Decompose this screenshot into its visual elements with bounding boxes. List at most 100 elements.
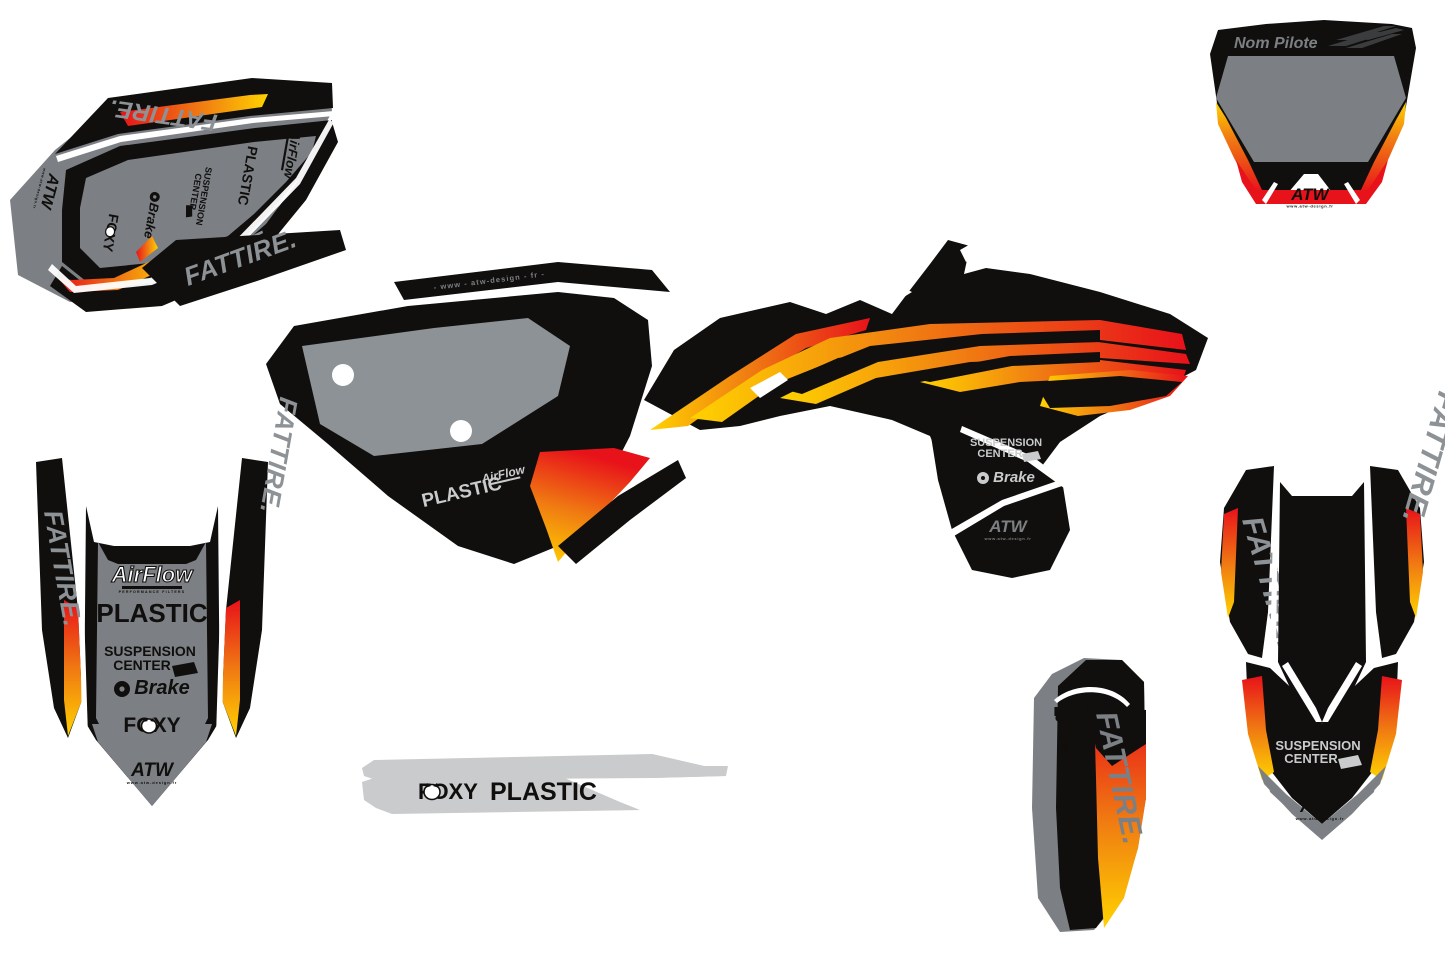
number-plate-svg: Nom Pilote ATW www.atw-design.fr — [1210, 20, 1416, 209]
rear-suspension-line2: CENTER — [1284, 751, 1338, 766]
front-fender-svg: AirFlow PLASTIC SUSPENSION CENTER Brake … — [10, 78, 338, 312]
shroud-suspension-spring-icon — [1022, 451, 1041, 462]
airbox-airflow-label: AirFlow — [111, 562, 195, 587]
airbox-brake-label: Brake — [134, 677, 190, 699]
rear-fender-svg: FATTIRE. FATTIRE. SU — [1220, 388, 1445, 840]
swingarm-foxy-cat-ears — [425, 783, 439, 788]
rear-lower-black — [1246, 662, 1398, 824]
fender-top-hairline — [56, 111, 334, 162]
rear-suspension-line1: SUSPENSION — [1275, 738, 1360, 753]
shroud-right-atw: ATW www.atw-design.fr — [983, 517, 1031, 541]
oilcan-icon — [1054, 703, 1073, 722]
sponsor-foxy: FOXY — [100, 213, 122, 254]
airbox-suspension-spring-icon — [172, 662, 198, 677]
airbox-sponsor-suspension: SUSPENSION CENTER — [104, 643, 198, 677]
airbox-brake-hub — [119, 686, 125, 692]
part-number-plate[interactable]: Nom Pilote ATW www.atw-design.fr — [1196, 14, 1426, 242]
shroud-airflow-rule — [488, 476, 521, 486]
plate-atw-label: ATW — [1290, 185, 1330, 204]
sponsor-brake: Brake — [141, 191, 162, 240]
airbox-hairline-right — [216, 610, 224, 738]
airbox-sponsor-plastic: PLASTIC — [96, 598, 207, 628]
airbox-hairline-left — [80, 610, 88, 738]
part-swingarm-strip[interactable]: FOXY PLASTIC — [352, 744, 732, 830]
plate-atw-url: www.atw-design.fr — [1285, 204, 1333, 209]
swingarm-plastic-label: PLASTIC — [490, 778, 597, 806]
rear-grey-tip-2 — [1268, 780, 1376, 838]
shroud-left-top-strip — [394, 262, 670, 300]
suspension-spring-icon — [185, 205, 193, 218]
rear-suspension-spring-icon — [1338, 755, 1362, 769]
swingarm-strip-svg: FOXY PLASTIC — [362, 754, 728, 814]
shroud-brake-hub — [981, 476, 985, 480]
shroud-suspension-line2: CENTER — [977, 448, 1022, 460]
airbox-atw-label: ATW — [130, 760, 175, 781]
airbox-sponsor-airflow: AirFlow PERFORMANCE FILTERS — [110, 561, 195, 594]
fender-bottom-hairline — [48, 118, 333, 293]
part-fork-guard[interactable]: FATTIRE. OILCHECK — [1026, 648, 1156, 940]
shroud-vent-hole-1 — [332, 364, 354, 386]
foxy-cat-icon — [104, 226, 116, 238]
airbox-left-gradient — [64, 600, 82, 736]
part-shroud-left[interactable]: - www - atw-design - fr - AirFlow PLASTI… — [258, 246, 688, 576]
airbox-hairline-2 — [950, 480, 1062, 536]
fork-guard-arc-hairline — [1054, 686, 1130, 707]
shroud-white-cut-2 — [960, 242, 980, 262]
fender-sponsor-panel — [80, 136, 316, 268]
rear-right-fattire-label: FATTIRE. — [1395, 388, 1445, 527]
shroud-right-sponsor-suspension: SUSPENSION CENTER — [970, 437, 1042, 462]
rear-sponsor-suspension: SUSPENSION CENTER — [1275, 738, 1362, 769]
part-airbox-panel[interactable]: FATTIRE. FATTIRE. AirFlow PERFORMANCE FI… — [22, 395, 304, 820]
fork-guard-gradient — [1094, 708, 1146, 928]
rear-hairline-v2 — [1366, 482, 1374, 662]
fender-bottom-gradient — [58, 252, 176, 292]
rear-center-black — [1278, 482, 1366, 724]
plate-gradient-right — [1360, 102, 1406, 194]
plate-wing-gap-left — [1262, 182, 1278, 204]
shroud-right-svg: SUSPENSION CENTER Brake ATW www.atw-desi… — [644, 240, 1208, 578]
airbox-plastic-label: PLASTIC — [96, 598, 207, 628]
brake-disc-hub — [153, 195, 157, 199]
airbox-bottom-grey — [92, 724, 212, 806]
airbox-airflow-tagline: PERFORMANCE FILTERS — [119, 590, 186, 594]
sponsor-airflow: AirFlow — [281, 129, 304, 180]
rear-atw-url: www.atw-design.fr — [1295, 816, 1345, 821]
airbox-foxy-cat-icon — [140, 718, 158, 734]
plate-number-field[interactable] — [1216, 56, 1406, 162]
shroud-white-cut-1 — [874, 286, 912, 308]
fattire-strip-svg: FATTIRE. — [136, 223, 346, 306]
fork-guard-svg: FATTIRE. OILCHECK — [1032, 658, 1150, 932]
swingarm-foxy-cat-icon — [423, 783, 441, 801]
airbox-suspension-line2: CENTER — [113, 657, 171, 673]
airbox-atw: ATW www.atw-design.fr — [126, 760, 177, 785]
rear-right-fattire: FATTIRE. — [1395, 388, 1445, 527]
plate-gradient-left — [1216, 102, 1262, 192]
shroud-left-tail — [558, 460, 686, 564]
rear-left-wing-gradient — [1221, 508, 1238, 618]
swingarm-foxy: FOXY — [418, 779, 478, 804]
swingarm-tail — [560, 754, 728, 778]
rear-atw: ATW www.atw-design.fr — [1295, 796, 1345, 821]
part-front-fender[interactable]: AirFlow PLASTIC SUSPENSION CENTER Brake … — [0, 50, 340, 312]
plate-wing-gap-right — [1344, 182, 1360, 204]
airbox-right-gradient — [222, 600, 240, 736]
part-fattire-strip[interactable]: FATTIRE. — [136, 223, 350, 328]
part-shroud-right[interactable]: SUSPENSION CENTER Brake ATW www.atw-desi… — [630, 230, 1220, 580]
shroud-atw-url: www.atw-design.fr — [983, 536, 1031, 541]
rear-hairline-left — [1282, 662, 1322, 722]
sponsor-brake-label: Brake — [141, 202, 162, 240]
shroud-vent-hole-2 — [450, 420, 472, 442]
bolt-split-2 — [900, 352, 1100, 382]
part-rear-fender[interactable]: FATTIRE. FATTIRE. SU — [1212, 388, 1445, 852]
shroud-left-svg: - www - atw-design - fr - AirFlow PLASTI… — [266, 262, 686, 564]
fender-top-gradient — [120, 94, 268, 126]
airbox-sponsor-brake: Brake — [114, 677, 190, 699]
rear-lower-gradient-right — [1370, 676, 1402, 780]
shroud-left-grey-panel — [302, 318, 570, 456]
plate-atw: ATW www.atw-design.fr — [1285, 185, 1333, 209]
rear-hairline-v1 — [1270, 482, 1278, 662]
shroud-left-gradient-flame — [530, 448, 650, 562]
airbox-suspension-line1: SUSPENSION — [104, 643, 196, 659]
airbox-airflow-rule — [122, 586, 182, 589]
